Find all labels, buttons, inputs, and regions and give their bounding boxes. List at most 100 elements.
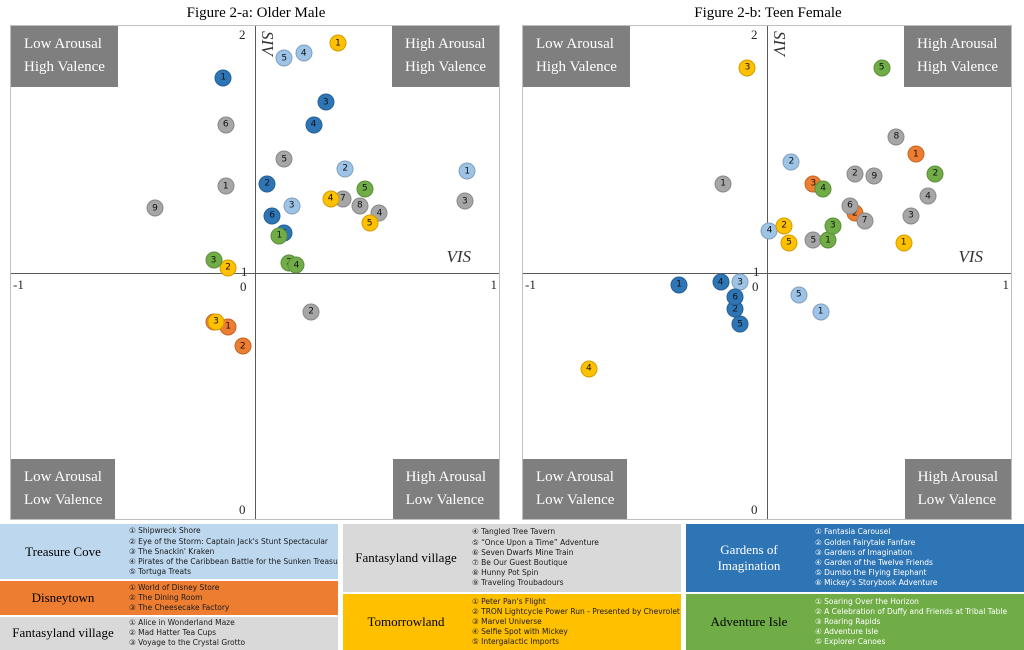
scatter-point: 5: [780, 234, 798, 252]
scatter-point: 8: [351, 197, 369, 215]
scatter-point: 2: [302, 303, 320, 321]
x-axis-label: VIS: [446, 246, 471, 266]
x-tick-0: 0: [240, 278, 247, 294]
legend-item: ④ Adventure Isle: [815, 626, 879, 636]
quadrant-label-high-arousal-high-valence: High Arousal High Valence: [392, 26, 499, 87]
x-tick-1: 1: [1002, 276, 1010, 292]
legend-item: ② TRON Lightcycle Power Run - Presented …: [472, 606, 680, 616]
x-tick-neg1: -1: [525, 276, 536, 292]
quadrant-label-high-arousal-high-valence: High Arousal High Valence: [904, 26, 1011, 87]
charts-row: Figure 2-a: Older Male Low Arousal High …: [0, 0, 1012, 522]
y-tick-2: 2: [239, 27, 246, 42]
scatter-point: 5: [873, 59, 891, 77]
legend-group: Fantasyland village ④ Tangled Tree Tavern…: [343, 524, 681, 592]
scatter-point: 4: [287, 256, 305, 274]
scatter-point: 1: [812, 303, 830, 321]
quadrant-line: High Valence: [536, 59, 617, 76]
scatter-point: 6: [726, 288, 744, 306]
x-tick-neg1: -1: [13, 276, 24, 292]
quadrant-line: Low Arousal: [24, 36, 102, 52]
y-tick-1: 1: [241, 263, 248, 279]
x-tick-1: 1: [490, 276, 498, 292]
scatter-point: 5: [275, 150, 293, 168]
scatter-point: 3: [207, 313, 225, 331]
legend-item: ③ The Snackin' Kraken: [129, 546, 215, 556]
x-axis-line: [11, 272, 499, 274]
scatter-point: 7: [856, 212, 874, 230]
legend-group-label: Tomorrowland: [367, 613, 445, 629]
legend-item: ② Mad Hatter Tea Cups: [129, 628, 217, 638]
legend-item: ② Golden Fairytale Fanfare: [815, 537, 916, 547]
panel-older-male: Figure 2-a: Older Male Low Arousal High …: [0, 0, 512, 522]
scatter-point: 1: [214, 69, 232, 87]
scatter-point: 9: [146, 199, 164, 217]
quadrant-label-low-arousal-low-valence: Low Arousal Low Valence: [523, 458, 628, 519]
legend-item: ⑤ Tortuga Treats: [129, 566, 191, 576]
scatter-point: 3: [205, 251, 223, 269]
legend-item: ④ Tangled Tree Tavern: [472, 527, 556, 537]
quadrant-label-low-arousal-high-valence: Low Arousal High Valence: [11, 26, 118, 87]
scatter-point: 4: [712, 273, 730, 291]
scatter-point: 1: [907, 145, 925, 163]
scatter-point: 6: [841, 197, 859, 215]
x-axis-line: [523, 272, 1011, 274]
scatter-point: 1: [217, 177, 235, 195]
scatter-point: 2: [926, 165, 944, 183]
y-tick-2: 2: [751, 27, 758, 42]
legend-item: ⑧ Hunny Pot Spin: [472, 567, 539, 577]
quadrant-line: Low Valence: [917, 491, 997, 508]
legend-group-label: Adventure Isle: [710, 613, 788, 629]
legend-item: ① Peter Pan's Flight: [472, 596, 546, 606]
scatter-point: 3: [824, 217, 842, 235]
quadrant-label-high-arousal-low-valence: High Arousal Low Valence: [904, 458, 1011, 519]
quadrant-line: High Arousal: [405, 468, 486, 485]
scatter-point: 2: [775, 217, 793, 235]
quadrant-label-low-arousal-low-valence: Low Arousal Low Valence: [11, 458, 116, 519]
quadrant-line: Low Arousal: [536, 468, 614, 485]
legend-item: ① Fantasia Carousel: [815, 527, 891, 537]
scatter-point: 4: [814, 180, 832, 198]
scatter-point: 4: [295, 44, 313, 62]
scatter-point: 3: [283, 197, 301, 215]
legend-item: ④ Garden of the Twelve Friends: [815, 557, 933, 567]
legend-item: ① World of Disney Store: [129, 582, 220, 592]
scatter-point: 1: [270, 227, 288, 245]
scatter-plot-teen-female: Low Arousal High Valence High Arousal Hi…: [522, 25, 1012, 520]
legend-item: ⑨ Traveling Troubadours: [472, 578, 564, 588]
scatter-point: 1: [458, 162, 476, 180]
scatter-point: 3: [902, 207, 920, 225]
quadrant-line: High Arousal: [917, 36, 998, 52]
scatter-point: 4: [322, 190, 340, 208]
scatter-point: 8: [887, 128, 905, 146]
y-tick-0: 0: [239, 502, 246, 517]
y-axis-label: SIV: [770, 31, 789, 56]
scatter-point: 1: [329, 34, 347, 52]
scatter-point: 2: [234, 337, 252, 355]
legend-item: ④ Selfie Spot with Mickey: [472, 626, 568, 636]
legend-group-label: Fantasyland village: [355, 549, 457, 565]
legend-item: ④ Pirates of the Caribbean Battle for th…: [129, 556, 338, 566]
legend-item: ① Soaring Over the Horizon: [815, 596, 919, 606]
scatter-point: 9: [865, 167, 883, 185]
legend-item: ③ Gardens of Imagination: [815, 547, 913, 557]
scatter-point: 5: [790, 286, 808, 304]
scatter-point: 2: [258, 175, 276, 193]
scatter-point: 3: [738, 59, 756, 77]
legend-group-label: Fantasyland village: [12, 625, 114, 641]
scatter-point: 4: [305, 116, 323, 134]
quadrant-line: High Valence: [24, 59, 105, 76]
scatter-point: 2: [782, 153, 800, 171]
legend-item: ② A Celebration of Duffy and Friends at …: [815, 606, 1008, 616]
quadrant-line: Low Arousal: [24, 468, 102, 485]
legend-item: ⑤ Intergalactic Imports: [472, 637, 560, 646]
scatter-point: 1: [895, 234, 913, 252]
